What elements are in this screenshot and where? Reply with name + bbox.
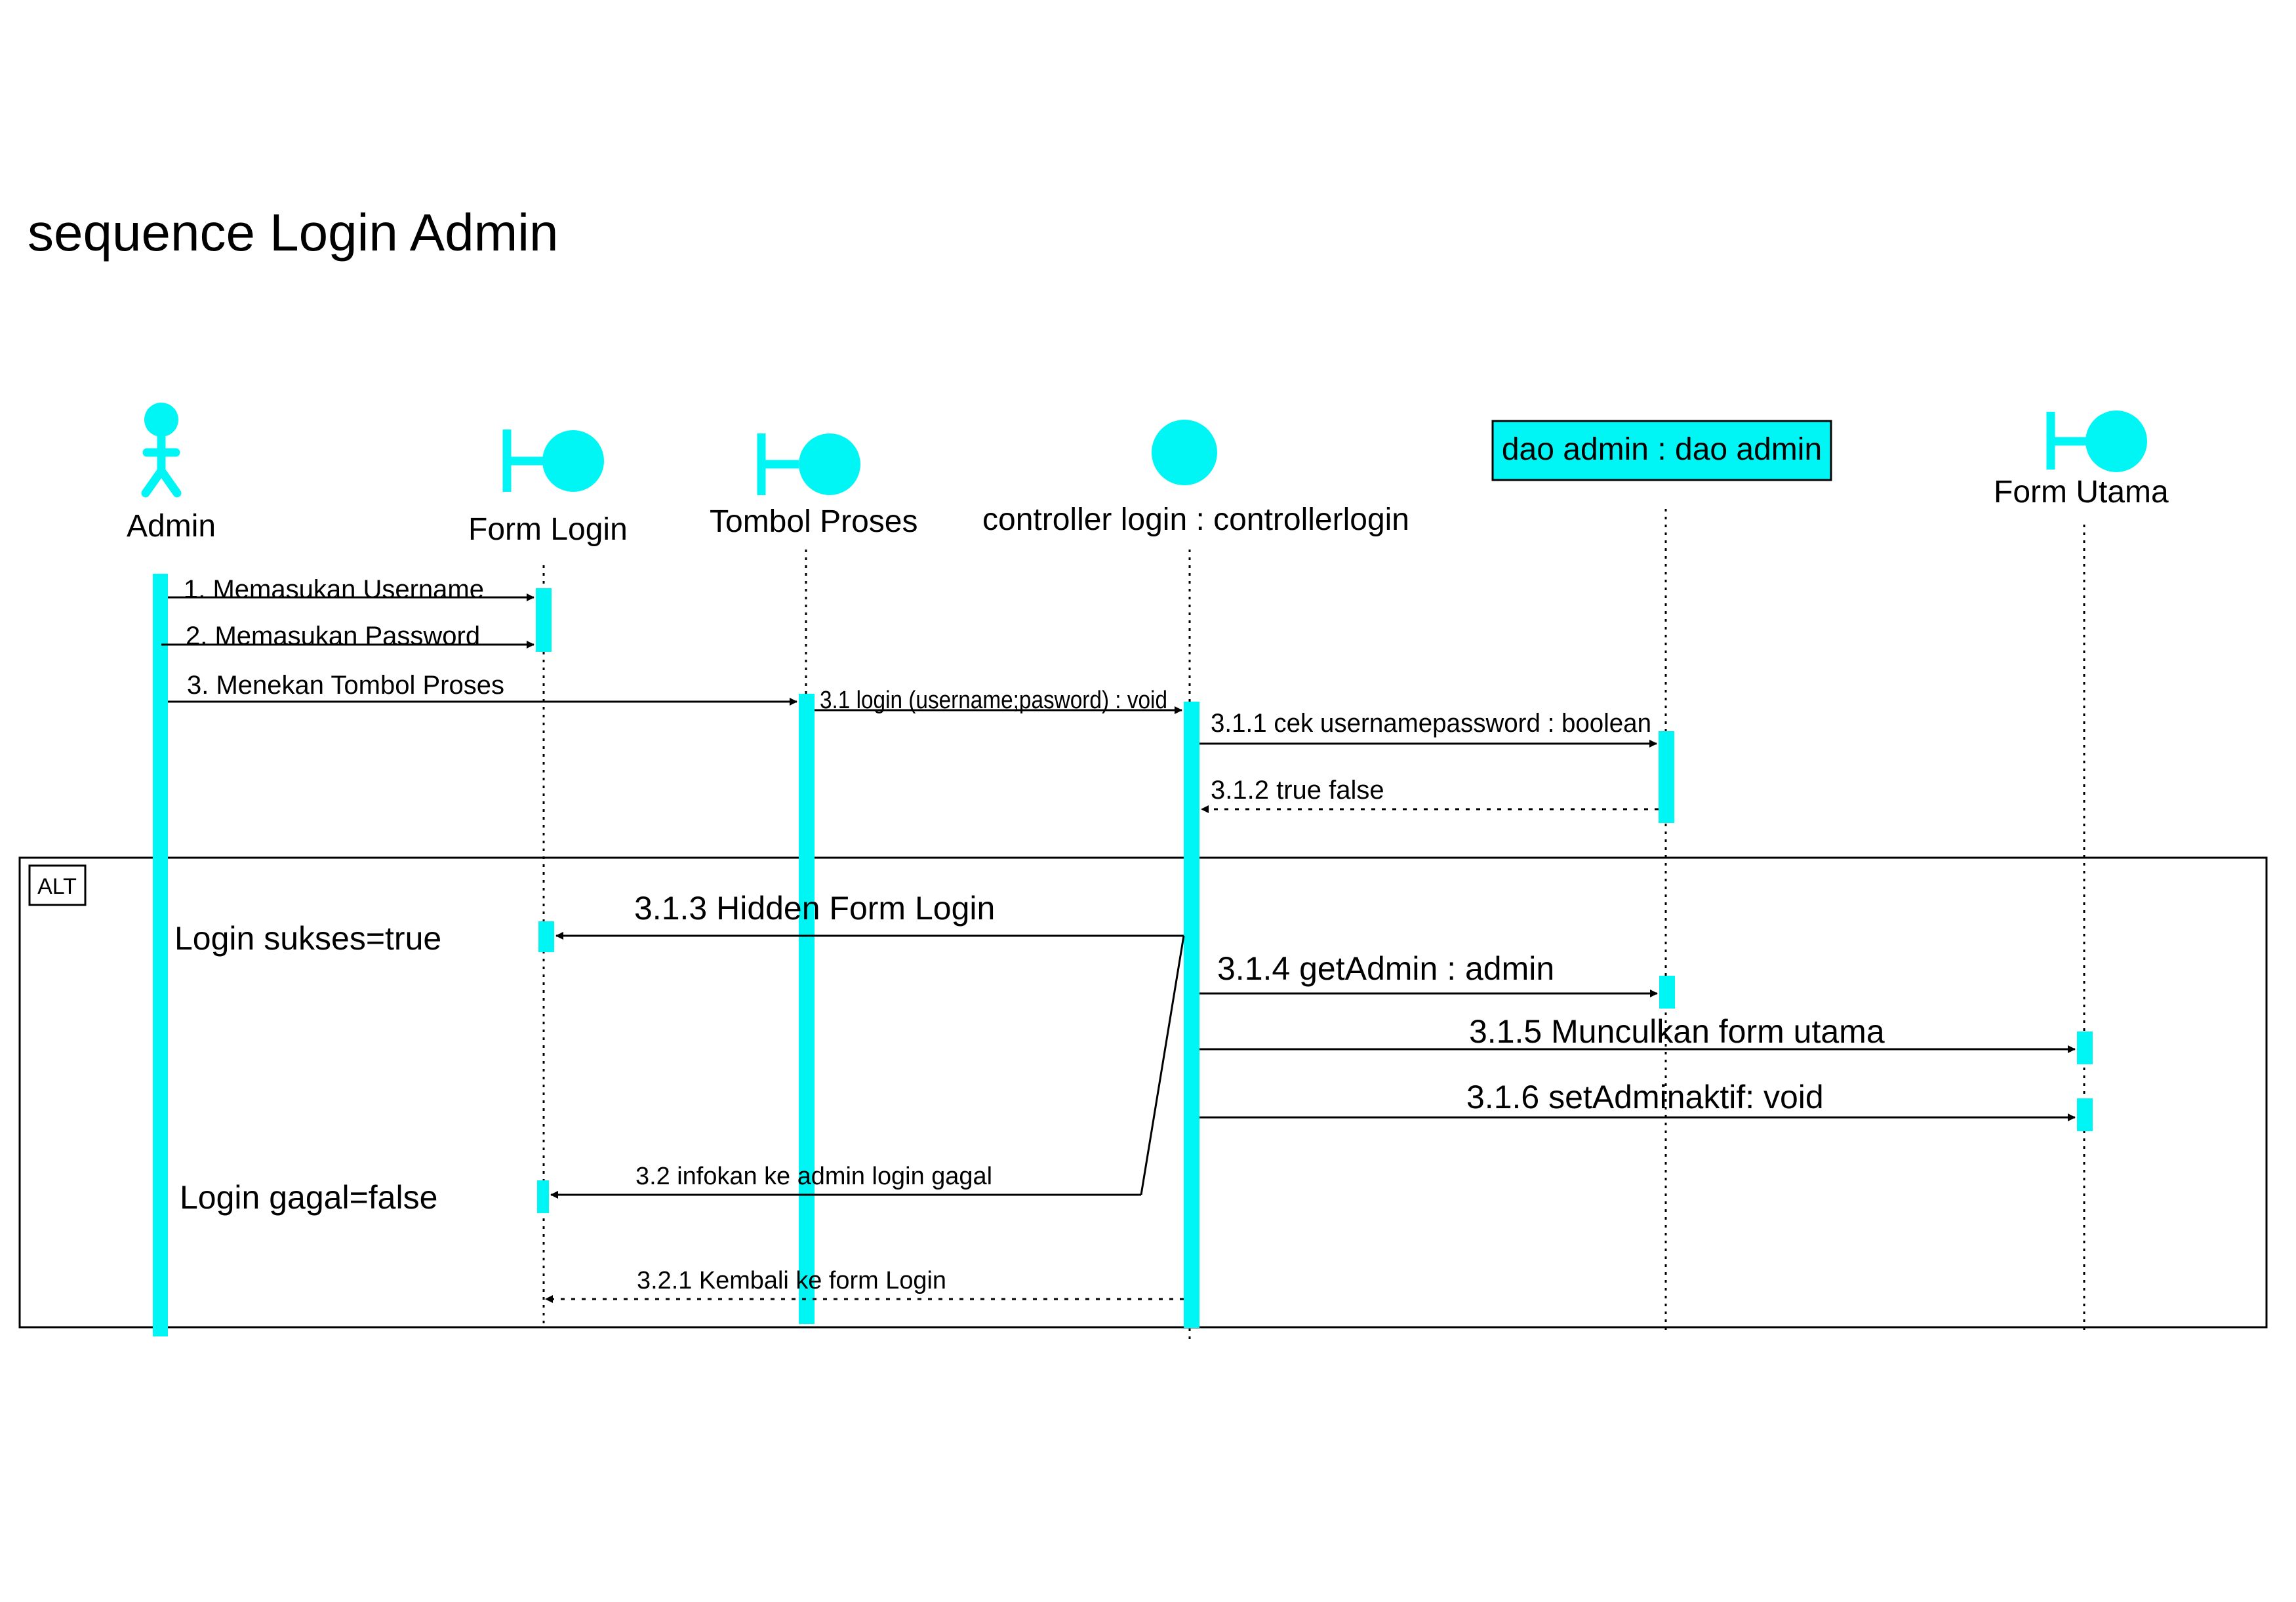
message-label-m313: 3.1.3 Hidden Form Login	[634, 890, 995, 927]
participant-tombol-proses: Tombol Proses	[710, 433, 917, 539]
actor-icon	[141, 403, 182, 498]
alt-guard-success: Login sukses=true	[174, 920, 441, 957]
participant-label-form-login: Form Login	[468, 512, 628, 547]
branch-connector	[1140, 935, 1185, 1195]
participant-controller: controller login : controllerlogin	[982, 420, 1409, 537]
alt-fragment: ALT Login sukses=true Login gagal=false	[18, 856, 2268, 1329]
message-labels: 1. Memasukan Username 2. Memasukan Passw…	[184, 575, 1885, 1294]
boundary-icon	[757, 433, 860, 495]
activation-tombol-proses	[799, 694, 815, 1324]
alt-frame	[18, 856, 2268, 1329]
message-label-m321: 3.2.1 Kembali ke form Login	[637, 1267, 946, 1294]
activation-admin	[153, 574, 168, 1336]
participant-label-dao-admin: dao admin : dao admin	[1502, 432, 1822, 467]
message-label-m311: 3.1.1 cek usernamepassword : boolean	[1211, 709, 1651, 738]
message-label-m32: 3.2 infokan ke admin login gagal	[635, 1163, 992, 1190]
control-icon	[1152, 420, 1217, 485]
participant-form-utama: Form Utama	[1994, 411, 2169, 510]
activation-form-utama-set	[2077, 1098, 2093, 1131]
activation-form-login-input	[536, 588, 552, 652]
message-label-m1: 1. Memasukan Username	[184, 575, 484, 604]
message-label-m316: 3.1.6 setAdminaktif: void	[1466, 1079, 1824, 1115]
message-label-m2: 2. Memasukan Password	[186, 622, 480, 651]
activation-form-login-hide	[538, 921, 554, 952]
participant-label-tombol-proses: Tombol Proses	[710, 504, 917, 539]
participant-dao-admin: dao admin : dao admin	[1491, 420, 1832, 481]
messages	[161, 593, 2076, 1303]
alt-label: ALT	[37, 874, 77, 899]
participant-admin: Admin	[127, 403, 216, 544]
message-label-m312: 3.1.2 true false	[1211, 776, 1384, 805]
activations	[153, 574, 2093, 1336]
message-label-m315: 3.1.5 Munculkan form utama	[1469, 1013, 1885, 1050]
alt-tag	[28, 864, 87, 906]
participant-box	[1491, 420, 1832, 481]
activation-controller	[1184, 702, 1199, 1328]
boundary-icon	[2046, 411, 2147, 472]
participant-label-admin: Admin	[127, 509, 216, 544]
activation-form-login-fail	[537, 1180, 549, 1213]
alt-guard-failure: Login gagal=false	[180, 1179, 437, 1216]
participant-form-login: Form Login	[468, 430, 628, 547]
activation-dao-check	[1659, 731, 1674, 823]
diagram-title: sequence Login Admin	[28, 203, 559, 262]
message-label-m314: 3.1.4 getAdmin : admin	[1217, 950, 1554, 987]
activation-form-utama-show	[2077, 1031, 2093, 1064]
message-label-m31: 3.1 login (username;pasword) : void	[820, 687, 1167, 714]
activation-dao-getadmin	[1659, 976, 1675, 1009]
participant-label-controller: controller login : controllerlogin	[982, 502, 1409, 537]
participant-label-form-utama: Form Utama	[1994, 475, 2169, 510]
message-label-m3: 3. Menekan Tombol Proses	[187, 671, 504, 700]
boundary-icon	[502, 430, 604, 492]
